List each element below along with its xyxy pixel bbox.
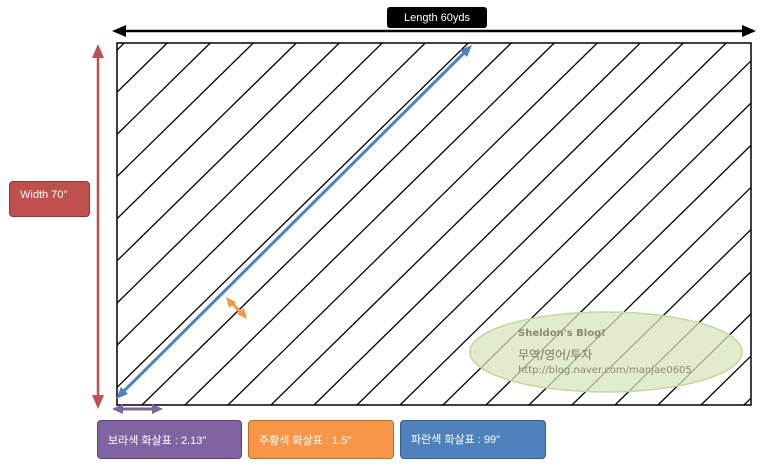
- width-arrow-bottom-head: [92, 395, 104, 409]
- purple-arrow-right-head: [152, 404, 163, 414]
- hatch-line: [117, 43, 297, 220]
- width-label: Width 70": [9, 181, 90, 217]
- legend-purple-arrow: 보라색 화살표 : 2.13": [97, 420, 242, 459]
- hatch-line: [117, 43, 211, 136]
- width-arrow-top-head: [92, 44, 104, 58]
- hatch-line: [743, 397, 751, 405]
- hatch-line: [184, 43, 555, 405]
- hatch-line: [270, 43, 641, 405]
- watermark-title: Sheldon's Blog!: [518, 328, 606, 339]
- hatch-line: [117, 43, 340, 262]
- orange-arrow-bottom-head: [237, 308, 247, 319]
- hatch-line: [399, 59, 751, 405]
- orange-arrow-top-head: [226, 297, 236, 308]
- hatch-line: [356, 43, 727, 405]
- blue-arrow-bottom-head: [116, 387, 128, 399]
- hatch-line: [117, 43, 168, 94]
- watermark-subtitle: 무역/영어/투자: [518, 348, 593, 362]
- length-arrow-right-head: [742, 25, 756, 37]
- hatch-line: [117, 43, 383, 304]
- hatch-line: [141, 43, 512, 405]
- blue-arrow-top-head: [460, 45, 472, 57]
- length-arrow-left-head: [112, 25, 126, 37]
- hatch-line: [313, 43, 684, 405]
- hatch-line: [117, 43, 469, 389]
- length-label: Length 60yds: [387, 7, 487, 28]
- watermark-ellipse: [469, 311, 743, 393]
- legend-blue-arrow: 파란색 화살표 : 99": [400, 420, 546, 459]
- purple-arrow-left-head: [112, 404, 123, 414]
- hatch-line: [117, 43, 125, 52]
- hatch-line: [117, 43, 254, 178]
- watermark-url: http://blog.naver.com/manjae0605: [518, 365, 692, 376]
- fabric-rectangle: [116, 42, 752, 406]
- blue-diagonal-arrow: [120, 49, 468, 395]
- hatch-line: [227, 43, 598, 405]
- legend-orange-arrow: 주황색 화살표 : 1.5": [248, 420, 394, 459]
